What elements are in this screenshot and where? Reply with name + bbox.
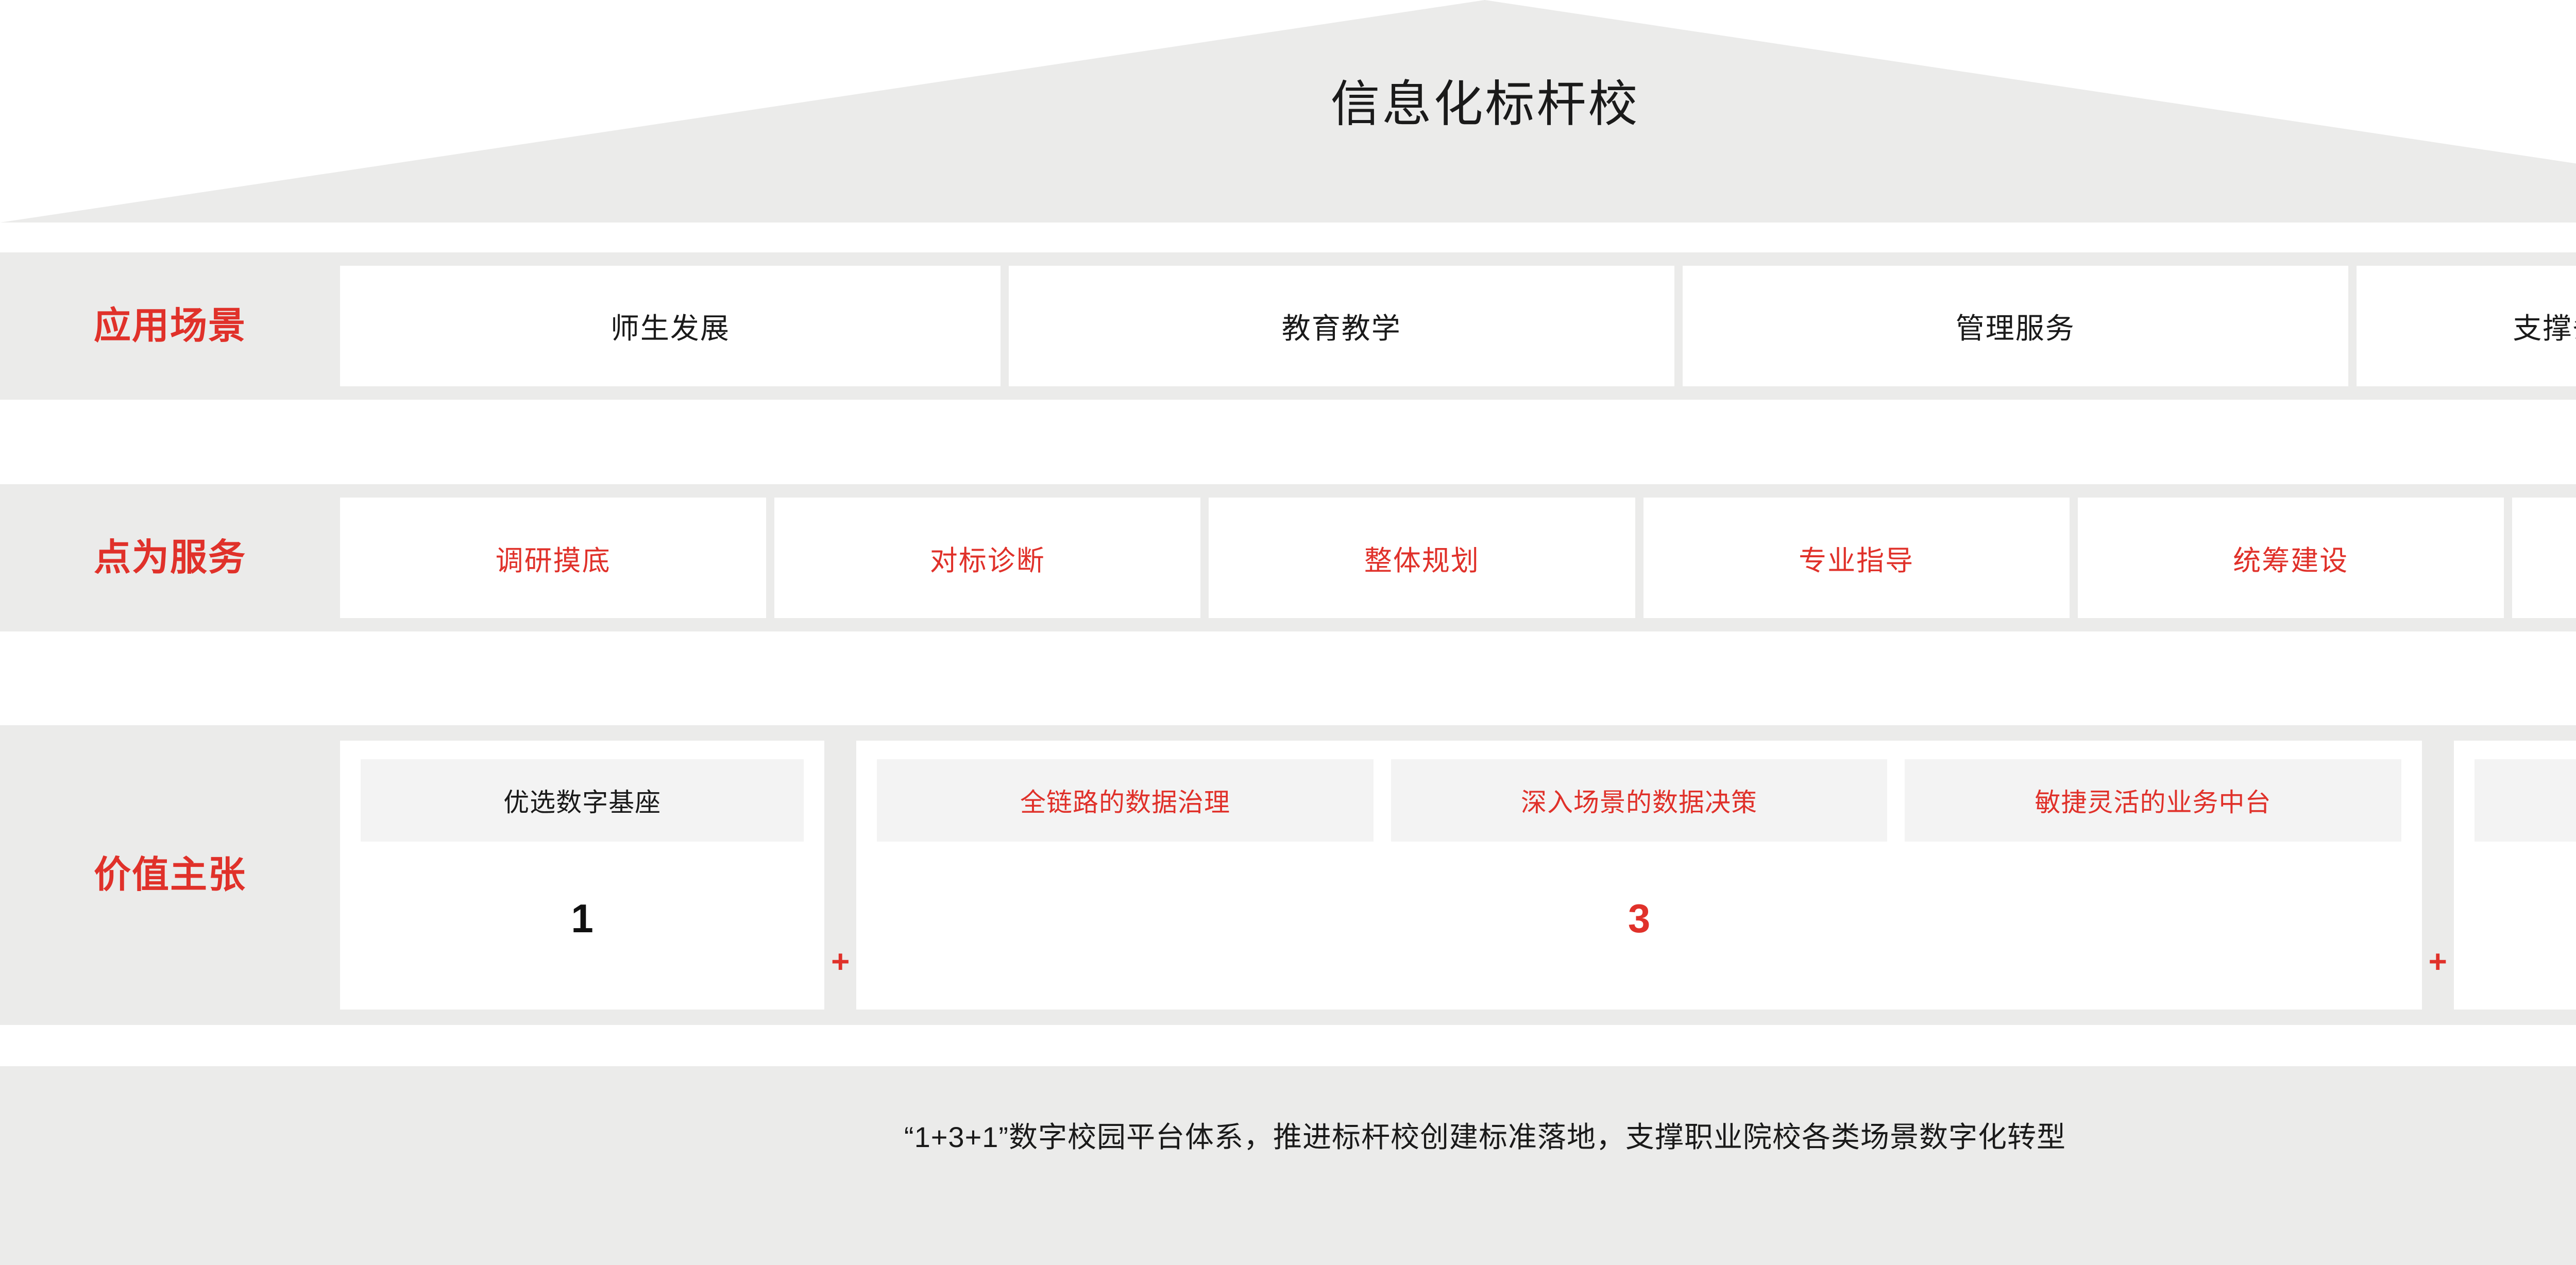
service-card-label: 统筹建设 bbox=[2233, 545, 2349, 576]
roof-banner: 信息化标杆校 bbox=[0, 0, 2576, 223]
row-point-services: 点为服务 调研摸底 对标诊断 整体规划 专业指导 统筹建设 应用赋能 bbox=[0, 484, 2576, 631]
plus-connector-left: + bbox=[824, 741, 857, 1010]
lens-shape bbox=[824, 915, 857, 983]
row-value-proposition: 价值主张 优选数字基座 1 + 全链路的数据治理 深入场景的数据决策 bbox=[0, 725, 2576, 1025]
service-card[interactable]: 专业指导 bbox=[1643, 498, 2070, 618]
value-card-base[interactable]: 优选数字基座 1 bbox=[340, 741, 825, 1010]
roof-triangle-icon bbox=[0, 0, 2576, 223]
service-card[interactable]: 应用赋能 bbox=[2512, 498, 2576, 618]
scenario-card-list: 师生发展 教育教学 管理服务 支撑条件与网络安全 bbox=[340, 252, 2576, 400]
row-label-application-scenarios: 应用场景 bbox=[93, 305, 246, 347]
value-chip[interactable]: 深入场景的数据决策 bbox=[1391, 759, 1888, 842]
plus-connector-right: + bbox=[2421, 741, 2454, 1010]
row-application-scenarios: 应用场景 师生发展 教育教学 管理服务 支撑条件与网络安全 bbox=[0, 252, 2576, 400]
value-chip-label: 深入场景的数据决策 bbox=[1521, 788, 1757, 817]
service-card-label: 调研摸底 bbox=[495, 545, 611, 576]
footer-summary-text: “1+3+1”数字校园平台体系，推进标杆校创建标准落地，支撑职业院校各类场景数字… bbox=[904, 1120, 2066, 1153]
value-chip-group: 全链路的数据治理 深入场景的数据决策 敏捷灵活的业务中台 bbox=[877, 759, 2401, 842]
scenario-card[interactable]: 师生发展 bbox=[340, 266, 1001, 386]
value-card-three[interactable]: 全链路的数据治理 深入场景的数据决策 敏捷灵活的业务中台 3 bbox=[856, 741, 2422, 1010]
service-card[interactable]: 调研摸底 bbox=[340, 498, 767, 618]
value-chip[interactable]: 敏捷灵活的业务中台 bbox=[1905, 759, 2401, 842]
value-count-three: 3 bbox=[1628, 896, 1651, 941]
scenario-card-label: 支撑条件与网络安全 bbox=[2513, 312, 2576, 345]
row-label-point-services: 点为服务 bbox=[93, 537, 246, 578]
scenario-card-label: 管理服务 bbox=[1955, 312, 2075, 345]
service-card-list: 调研摸底 对标诊断 整体规划 专业指导 统筹建设 应用赋能 bbox=[340, 484, 2576, 631]
scenario-card[interactable]: 管理服务 bbox=[1682, 266, 2348, 386]
service-card[interactable]: 统筹建设 bbox=[2077, 498, 2504, 618]
value-chip-group: 平台+生态体系 bbox=[2474, 759, 2576, 842]
plus-icon: + bbox=[2428, 944, 2447, 980]
service-card-label: 整体规划 bbox=[1364, 545, 1480, 576]
plus-icon: + bbox=[831, 944, 850, 980]
service-card[interactable]: 对标诊断 bbox=[774, 498, 1201, 618]
service-card-label: 专业指导 bbox=[1799, 545, 1914, 576]
value-chip-label: 敏捷灵活的业务中台 bbox=[2035, 788, 2272, 817]
scenario-card-label: 师生发展 bbox=[610, 312, 730, 345]
value-chip-group: 优选数字基座 bbox=[361, 759, 804, 842]
value-count-one: 1 bbox=[571, 896, 594, 941]
value-chip[interactable]: 优选数字基座 bbox=[361, 759, 804, 842]
service-card-label: 对标诊断 bbox=[929, 545, 1045, 576]
value-chip-label: 全链路的数据治理 bbox=[1020, 788, 1230, 817]
scenario-card[interactable]: 支撑条件与网络安全 bbox=[2356, 266, 2576, 386]
scenario-card-label: 教育教学 bbox=[1281, 312, 1401, 345]
page-title: 信息化标杆校 bbox=[1330, 77, 1640, 132]
scenario-card[interactable]: 教育教学 bbox=[1008, 266, 1674, 386]
lens-shape bbox=[2421, 915, 2454, 983]
value-card-list: 优选数字基座 1 + 全链路的数据治理 深入场景的数据决策 敏捷灵活的业务中台 bbox=[340, 725, 2576, 1025]
service-card[interactable]: 整体规划 bbox=[1209, 498, 1635, 618]
value-chip[interactable]: 平台+生态体系 bbox=[2474, 759, 2576, 842]
footer-banner: “1+3+1”数字校园平台体系，推进标杆校创建标准落地，支撑职业院校各类场景数字… bbox=[0, 1066, 2576, 1265]
value-chip-label: 优选数字基座 bbox=[503, 788, 662, 817]
value-chip[interactable]: 全链路的数据治理 bbox=[877, 759, 1374, 842]
value-card-ecosystem[interactable]: 平台+生态体系 1 bbox=[2453, 741, 2576, 1010]
value-count-last: 1 bbox=[2475, 842, 2576, 1010]
row-label-value-proposition: 价值主张 bbox=[93, 854, 246, 896]
